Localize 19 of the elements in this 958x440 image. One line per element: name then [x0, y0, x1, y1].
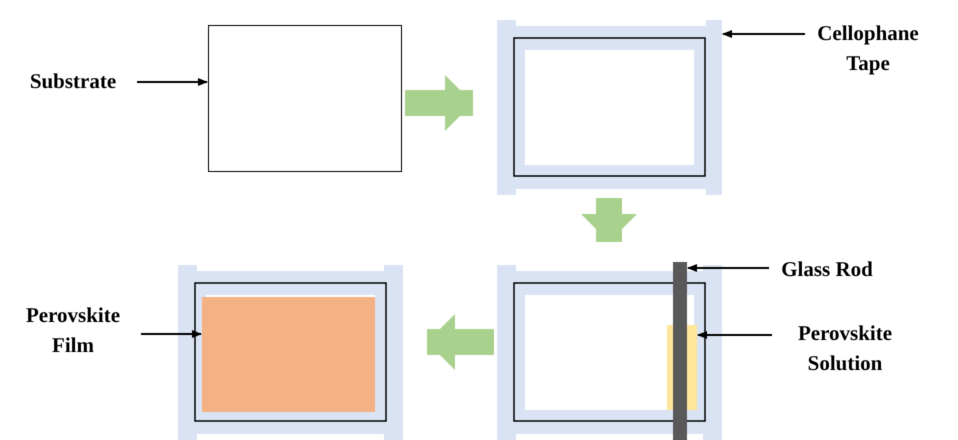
leader-arrow	[137, 78, 208, 86]
label-text: Glass Rod	[772, 254, 882, 284]
taped-substrate-drawing	[497, 265, 722, 440]
leader-arrow	[697, 331, 772, 339]
substrate-drawing	[208, 25, 402, 172]
label-text: Perovskite Film	[8, 300, 138, 360]
label-text: Cellophane Tape	[808, 18, 928, 78]
taped-substrate-drawing	[178, 265, 403, 440]
taped-substrate-drawing	[497, 20, 706, 195]
label-text: Substrate	[12, 66, 134, 96]
tape-strip	[706, 20, 722, 195]
leader-arrow	[687, 264, 769, 272]
block-arrow	[405, 75, 473, 131]
film-layer	[202, 297, 375, 412]
label-text: Perovskite Solution	[775, 318, 915, 378]
block-arrow	[581, 198, 637, 242]
leader-arrow	[141, 330, 202, 338]
leader-arrow	[722, 30, 805, 38]
block-arrow	[427, 314, 494, 370]
